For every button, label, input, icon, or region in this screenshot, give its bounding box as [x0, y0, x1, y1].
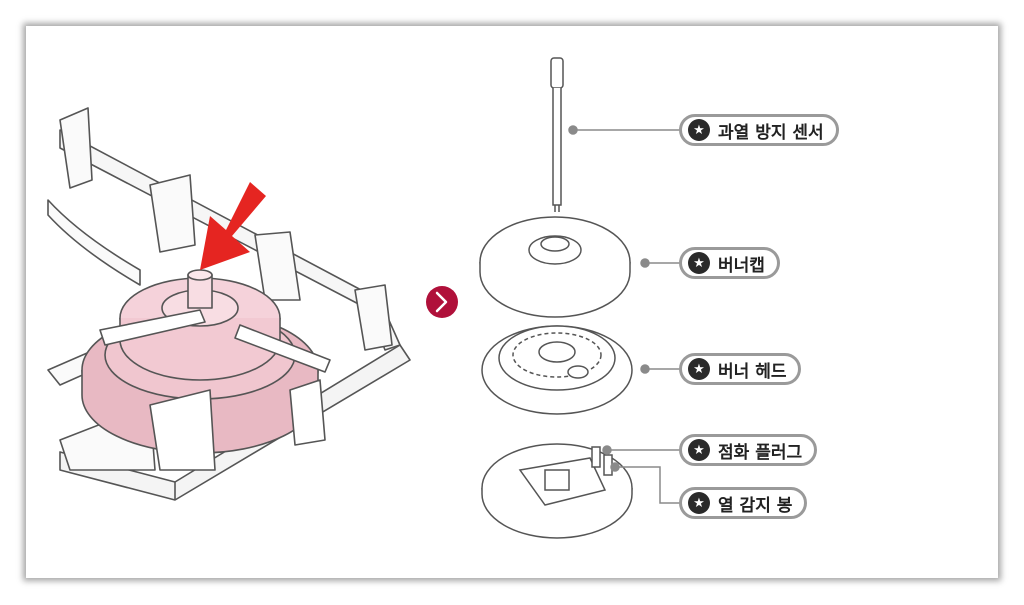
star-icon: ★: [688, 252, 710, 274]
star-icon: ★: [688, 439, 710, 461]
star-icon: ★: [688, 492, 710, 514]
label-overheat-sensor: ★ 과열 방지 센서: [679, 114, 839, 146]
label-ignition-plug: ★ 점화 플러그: [679, 434, 818, 466]
star-icon: ★: [688, 119, 710, 141]
burner-cap-part: [479, 216, 631, 318]
label-burner-cap: ★ 버너캡: [679, 247, 780, 279]
label-thermocouple-rod: ★ 열 감지 봉: [679, 487, 808, 519]
leader-lines: [568, 125, 683, 504]
pointer-arrow: [200, 182, 266, 270]
burner-head-part: [481, 325, 633, 415]
label-burner-head: ★ 버너 헤드: [679, 353, 802, 385]
chevron-right-icon: [426, 286, 458, 318]
star-icon: ★: [688, 358, 710, 380]
burner-base-part: [481, 443, 633, 539]
overheat-sensor-part: [550, 57, 564, 212]
